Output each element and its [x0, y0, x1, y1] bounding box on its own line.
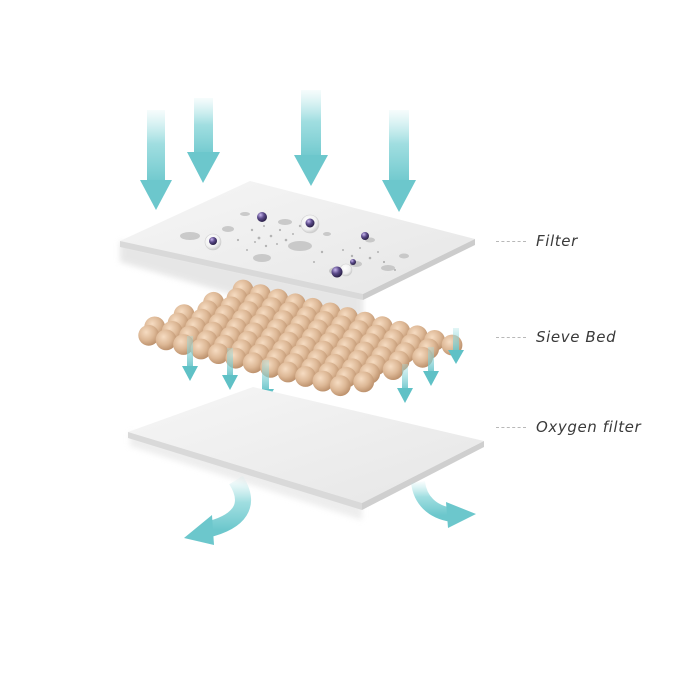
leader-line [496, 240, 526, 242]
leader-line [496, 426, 526, 428]
sieve-bead [277, 361, 299, 383]
sieve-bead [208, 343, 229, 364]
sieve-bed-beads [138, 279, 463, 397]
impurity-particles [209, 212, 369, 278]
down-arrow-icon [182, 336, 198, 381]
oxygen-filter-label-row: Oxygen filter [496, 416, 641, 438]
sieve-bead [190, 338, 212, 360]
sieve-bead [312, 370, 334, 392]
curved-arrow-icon [184, 475, 251, 545]
down-arrow-icon [382, 110, 416, 212]
sieve-bead [242, 352, 264, 374]
outgoing-airflow-arrows [184, 475, 476, 545]
down-arrow-icon [294, 90, 328, 186]
sieve-bed-label: Sieve Bed [536, 328, 617, 346]
filter-plate [120, 181, 475, 332]
sieve-bead [412, 346, 433, 368]
down-arrow-icon [397, 364, 413, 403]
down-arrow-icon [423, 347, 439, 386]
down-arrow-icon [140, 110, 172, 210]
sieve-bead [382, 359, 404, 380]
down-arrow-icon [448, 328, 464, 364]
down-arrow-icon [187, 98, 220, 183]
sieve-bead [295, 366, 316, 387]
sieve-bed-label-row: Sieve Bed [496, 326, 616, 348]
sieve-bead [329, 375, 351, 397]
down-arrow-icon [222, 348, 238, 390]
sieve-bead [138, 324, 160, 346]
oxygen-filter-label: Oxygen filter [536, 418, 642, 436]
filter-label-row: Filter [496, 230, 578, 252]
incoming-airflow-arrows [140, 90, 416, 212]
sieve-bead [155, 329, 177, 351]
filter-label: Filter [536, 232, 578, 250]
leader-line [496, 336, 526, 338]
curved-arrow-icon [411, 480, 476, 528]
oxygen-filter-plate [128, 387, 484, 520]
sieve-bead [353, 371, 375, 393]
dust-specks [236, 224, 396, 271]
